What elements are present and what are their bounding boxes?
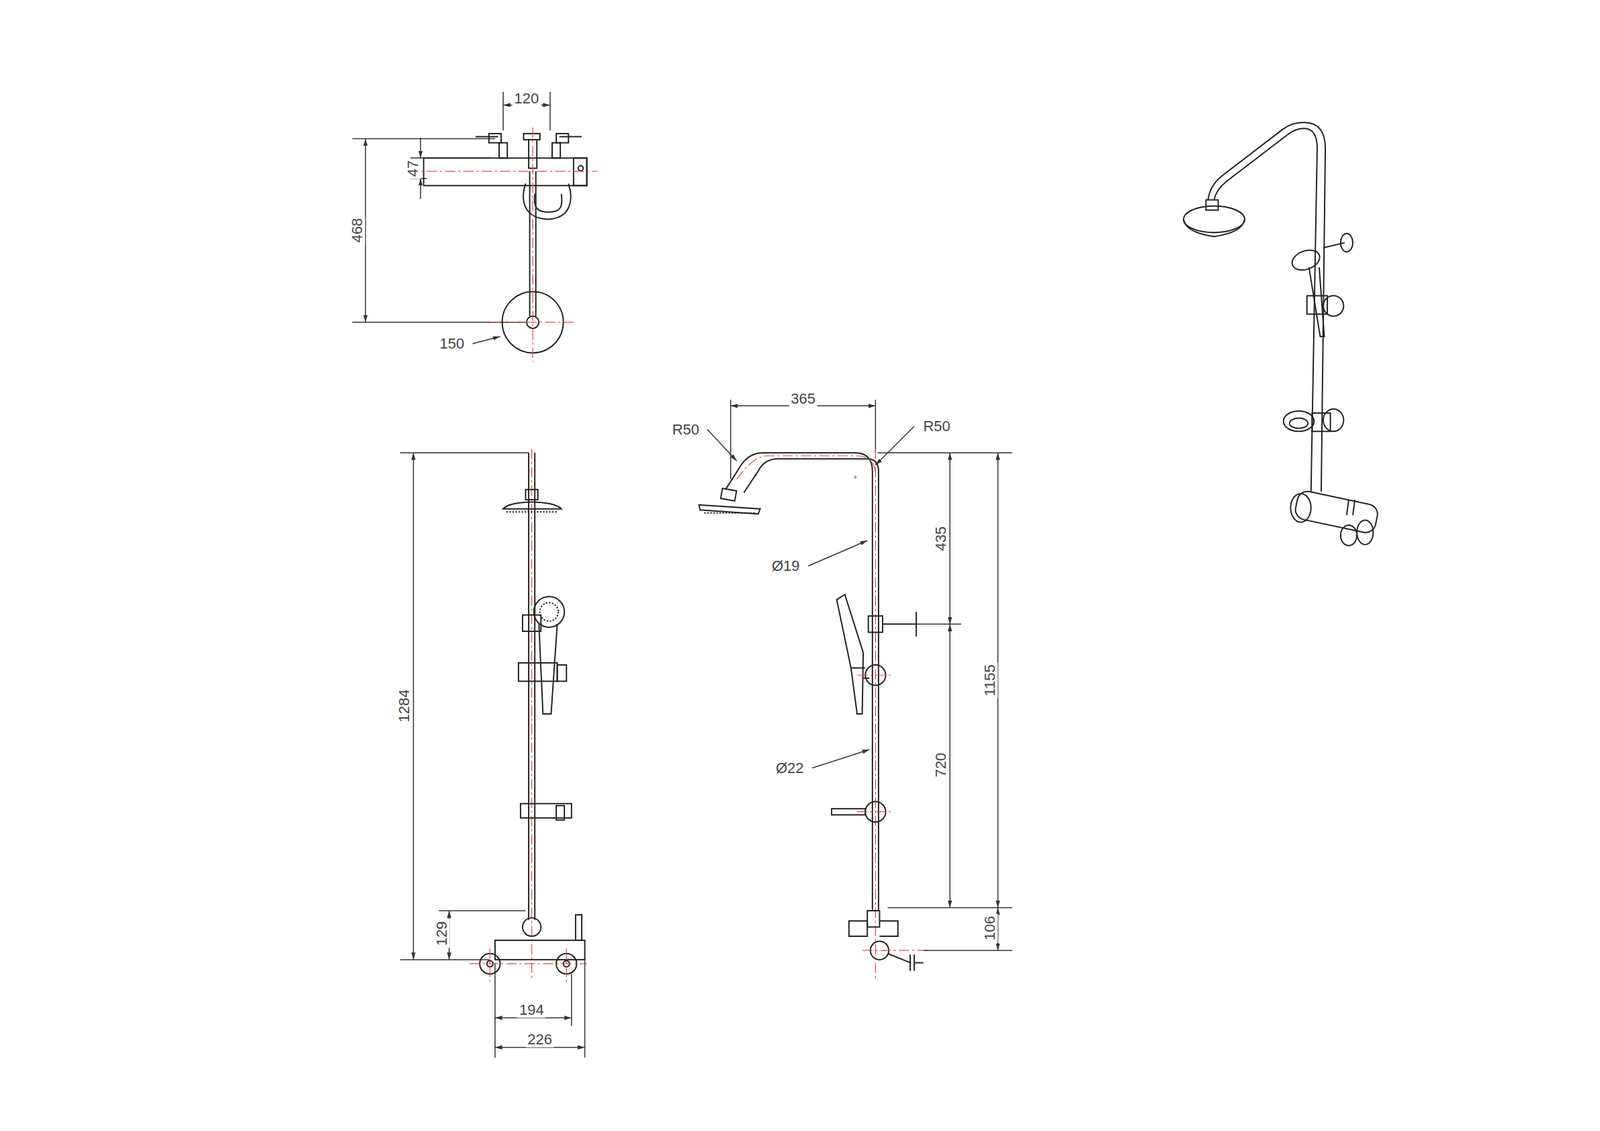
dimension-label: 194 (517, 1002, 547, 1018)
dimension-label: 47 (405, 157, 422, 179)
dimension-label: 150 (437, 335, 467, 352)
dimension-label: R50 (670, 421, 702, 438)
dimension-label: 1284 (396, 687, 412, 725)
dimension-label: Ø22 (773, 760, 807, 776)
svg-text:+: + (853, 472, 858, 483)
dimension-label: 120 (512, 91, 542, 107)
dimension-label: 720 (932, 750, 949, 780)
svg-text:+: + (752, 470, 758, 481)
dimension-label: 1155 (982, 662, 998, 699)
dimension-label: 129 (433, 919, 450, 949)
dimension-label: 226 (525, 1031, 555, 1048)
dimension-label: 435 (932, 524, 949, 554)
dimension-label: 106 (982, 914, 998, 944)
dimension-label: 365 (788, 390, 818, 407)
dimension-label: Ø19 (769, 558, 803, 575)
dimension-label: 468 (349, 216, 365, 246)
dimension-label: R50 (920, 418, 952, 434)
